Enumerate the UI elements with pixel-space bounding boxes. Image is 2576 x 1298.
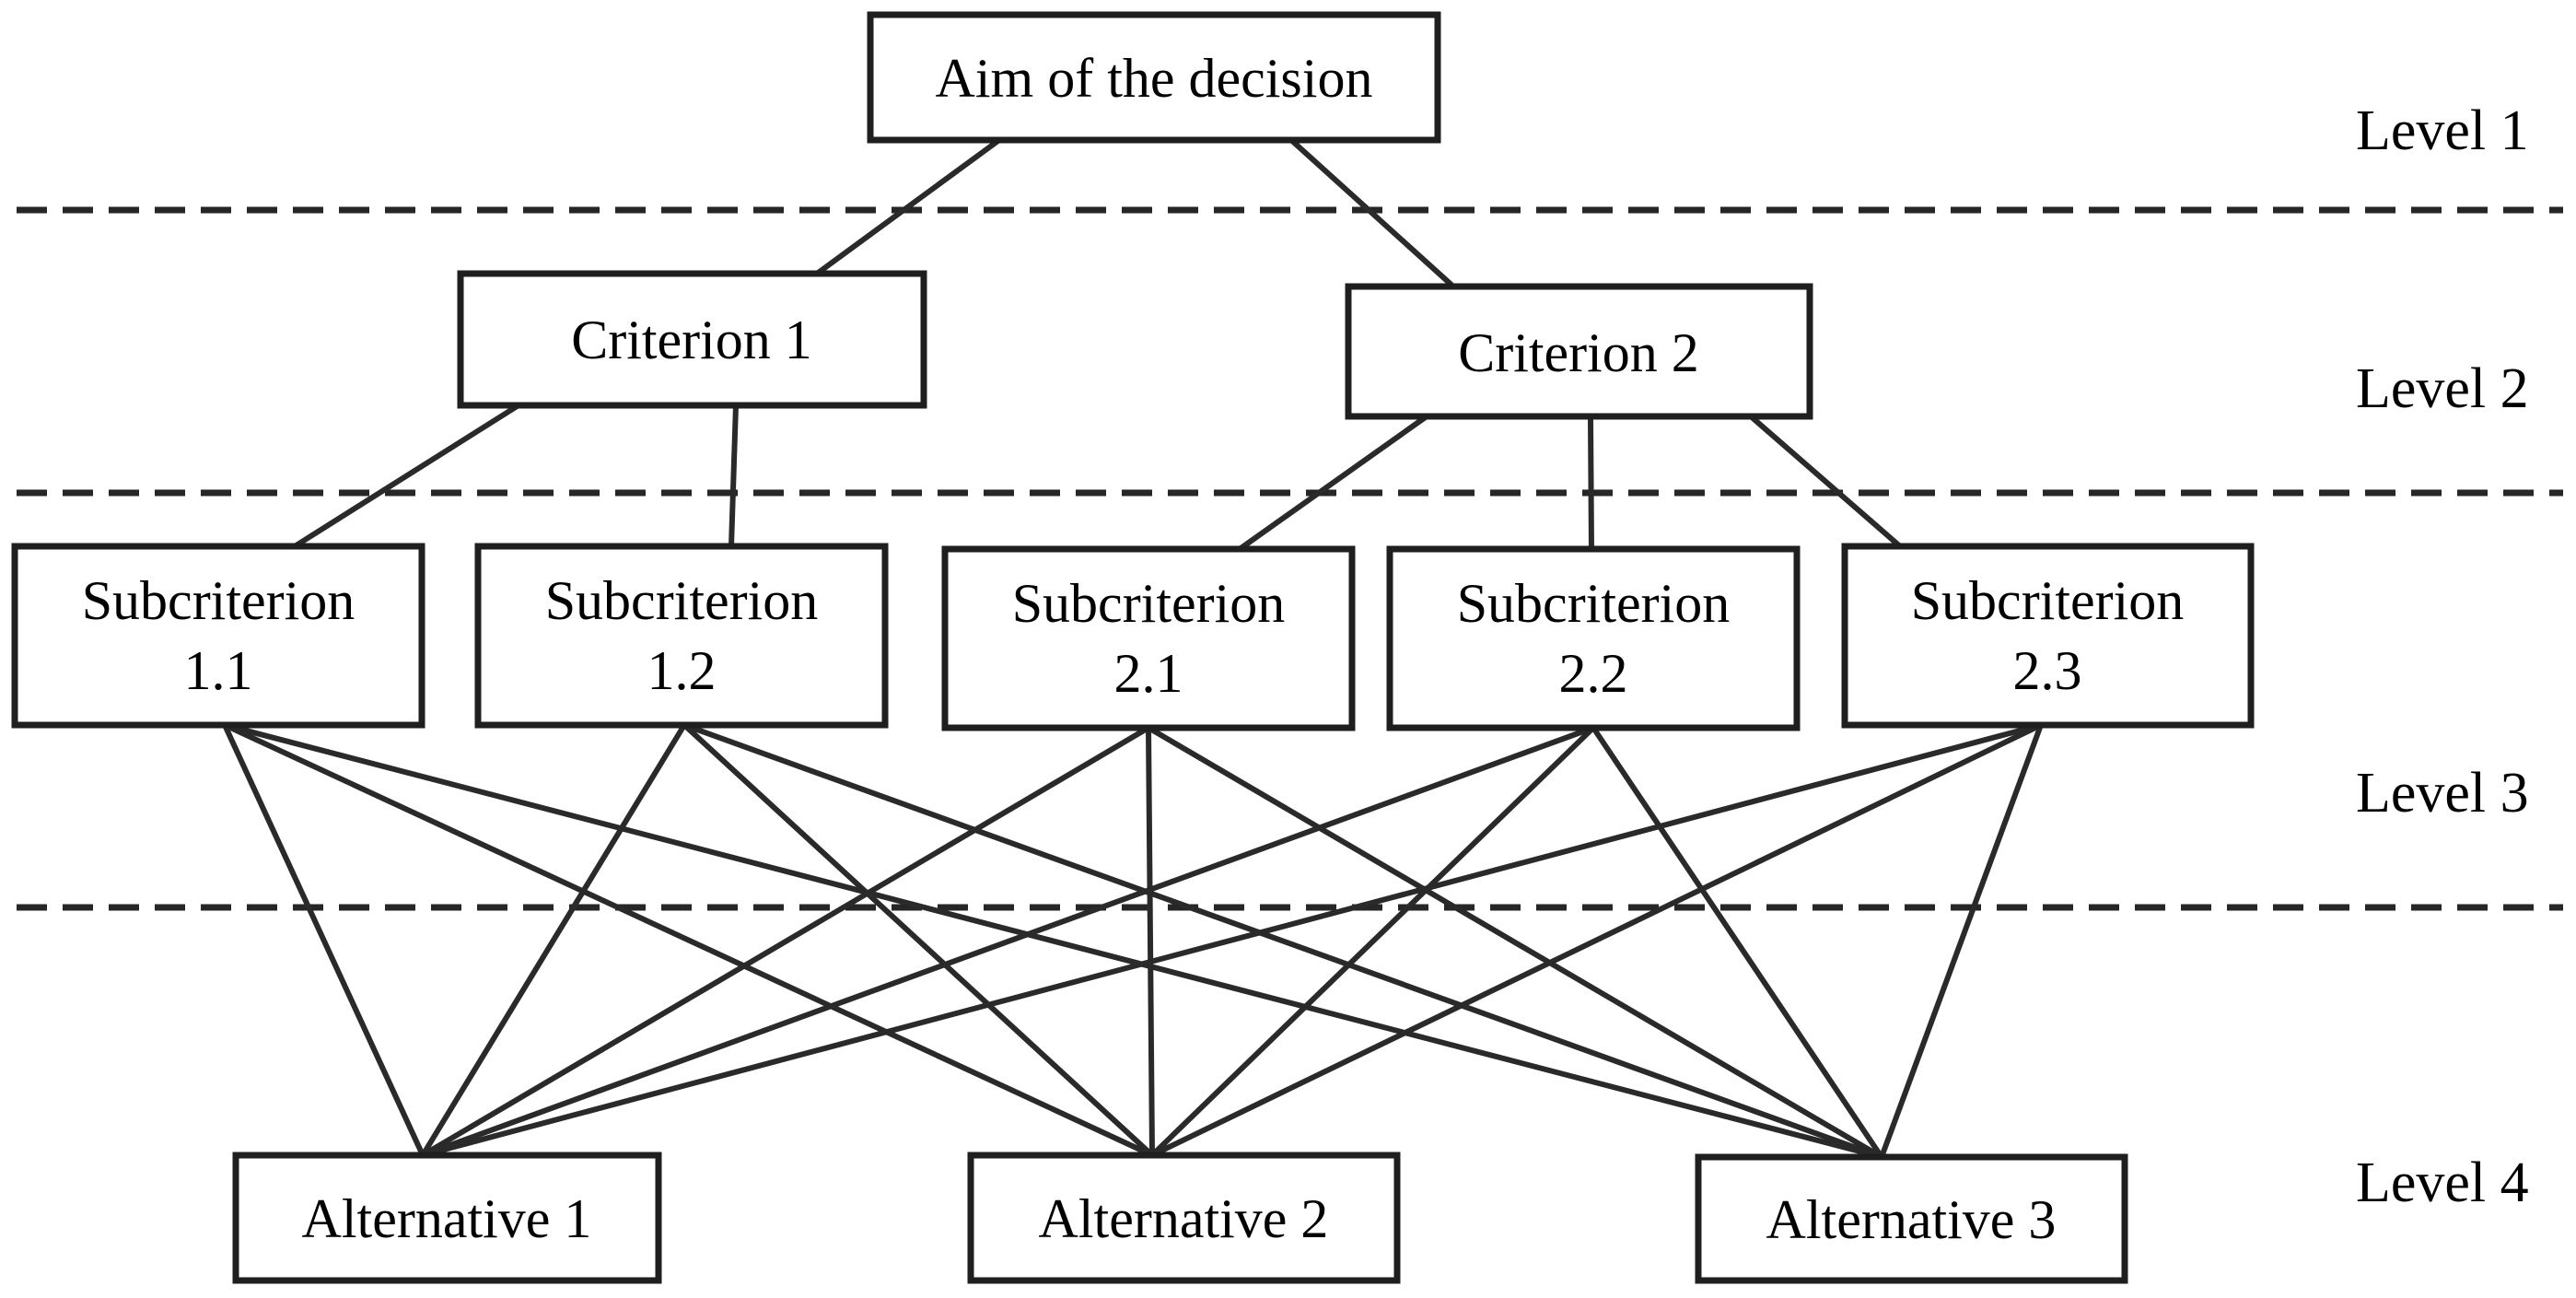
edge-aim-criterion1 bbox=[815, 137, 1001, 276]
level-1-label: Level 1 bbox=[2356, 99, 2529, 162]
edge-sub21-alt2 bbox=[1146, 727, 1155, 1156]
node-subcriterion-1-1-box bbox=[11, 543, 425, 729]
node-subcriterion-2-3-label-line2: 2.3 bbox=[2013, 640, 2082, 701]
edge-sub11-alt2 bbox=[223, 722, 1154, 1158]
level-separators bbox=[17, 206, 2563, 911]
node-subcriterion-2-2-label-line1: Subcriterion bbox=[1457, 573, 1731, 634]
edge-sub23-alt1 bbox=[422, 722, 2042, 1158]
node-aim-label: Aim of the decision bbox=[936, 48, 1373, 109]
level-3-label: Level 3 bbox=[2356, 762, 2529, 824]
node-alternative-3-label: Alternative 3 bbox=[1766, 1189, 2057, 1250]
node-subcriterion-1-2-box bbox=[474, 543, 889, 729]
level-4-label: Level 4 bbox=[2356, 1152, 2529, 1214]
node-subcriterion-2-1-label-line1: Subcriterion bbox=[1012, 573, 1286, 634]
node-subcriterion-1-2-label-line1: Subcriterion bbox=[545, 570, 819, 631]
node-subcriterion-2-2: Subcriterion 2.2 bbox=[1386, 545, 1801, 731]
edge-sub12-alt1 bbox=[420, 723, 687, 1157]
node-criterion-2-label: Criterion 2 bbox=[1458, 322, 1699, 383]
node-criterion-2: Criterion 2 bbox=[1345, 283, 1813, 420]
edge-sub23-alt3 bbox=[1879, 723, 2044, 1159]
edge-sub21-alt3 bbox=[1147, 725, 1883, 1160]
node-alternative-2: Alternative 2 bbox=[967, 1152, 1401, 1284]
edge-sub12-alt3 bbox=[682, 722, 1883, 1160]
node-alternative-1: Alternative 1 bbox=[232, 1152, 662, 1284]
edge-aim-criterion2 bbox=[1288, 137, 1456, 289]
edge-sub11-alt1 bbox=[222, 723, 425, 1157]
node-alternative-1-label: Alternative 1 bbox=[302, 1188, 592, 1249]
level-2-label: Level 2 bbox=[2356, 357, 2529, 420]
edge-criterion2-sub23 bbox=[1749, 414, 1902, 549]
level-labels: Level 1 Level 2 Level 3 Level 4 bbox=[2356, 99, 2529, 1214]
node-aim: Aim of the decision bbox=[867, 11, 1441, 144]
edges bbox=[222, 137, 2044, 1160]
node-subcriterion-2-3: Subcriterion 2.3 bbox=[1841, 543, 2255, 729]
node-subcriterion-2-2-label-line2: 2.2 bbox=[1559, 643, 1628, 704]
node-subcriterion-1-2-label-line2: 1.2 bbox=[647, 640, 717, 701]
edge-sub23-alt2 bbox=[1150, 722, 2043, 1158]
node-aim-box bbox=[867, 11, 1441, 144]
edge-sub22-alt2 bbox=[1149, 725, 1596, 1158]
edge-criterion1-sub12 bbox=[729, 404, 739, 547]
edge-criterion2-sub21 bbox=[1238, 414, 1428, 552]
edge-criterion1-sub11 bbox=[293, 403, 520, 549]
node-alternative-2-box bbox=[967, 1152, 1401, 1284]
node-subcriterion-1-1: Subcriterion 1.1 bbox=[11, 543, 425, 729]
node-subcriterion-2-2-box bbox=[1386, 545, 1801, 731]
node-alternative-1-box bbox=[232, 1152, 662, 1284]
node-subcriterion-1-1-label-line2: 1.1 bbox=[184, 640, 253, 701]
node-subcriterion-2-1-label-line2: 2.1 bbox=[1114, 643, 1183, 704]
node-subcriterion-2-1: Subcriterion 2.1 bbox=[941, 545, 1356, 731]
edge-sub22-alt3 bbox=[1591, 726, 1884, 1159]
node-criterion-1-label: Criterion 1 bbox=[571, 310, 812, 370]
edge-sub12-alt2 bbox=[682, 722, 1155, 1158]
node-criterion-1-box bbox=[457, 270, 927, 409]
node-alternative-3-box bbox=[1695, 1153, 2128, 1284]
node-subcriterion-2-1-box bbox=[941, 545, 1356, 731]
node-subcriterion-2-3-box bbox=[1841, 543, 2255, 729]
node-alternative-2-label: Alternative 2 bbox=[1039, 1188, 1329, 1249]
edge-sub11-alt3 bbox=[224, 722, 1882, 1160]
node-subcriterion-1-2: Subcriterion 1.2 bbox=[474, 543, 889, 729]
edge-sub22-alt1 bbox=[421, 725, 1595, 1158]
node-alternative-3: Alternative 3 bbox=[1695, 1153, 2128, 1284]
node-criterion-1: Criterion 1 bbox=[457, 270, 927, 409]
edge-sub21-alt1 bbox=[421, 725, 1150, 1158]
node-subcriterion-1-1-label-line1: Subcriterion bbox=[82, 570, 356, 631]
node-criterion-2-box bbox=[1345, 283, 1813, 420]
node-subcriterion-2-3-label-line1: Subcriterion bbox=[1911, 570, 2185, 631]
